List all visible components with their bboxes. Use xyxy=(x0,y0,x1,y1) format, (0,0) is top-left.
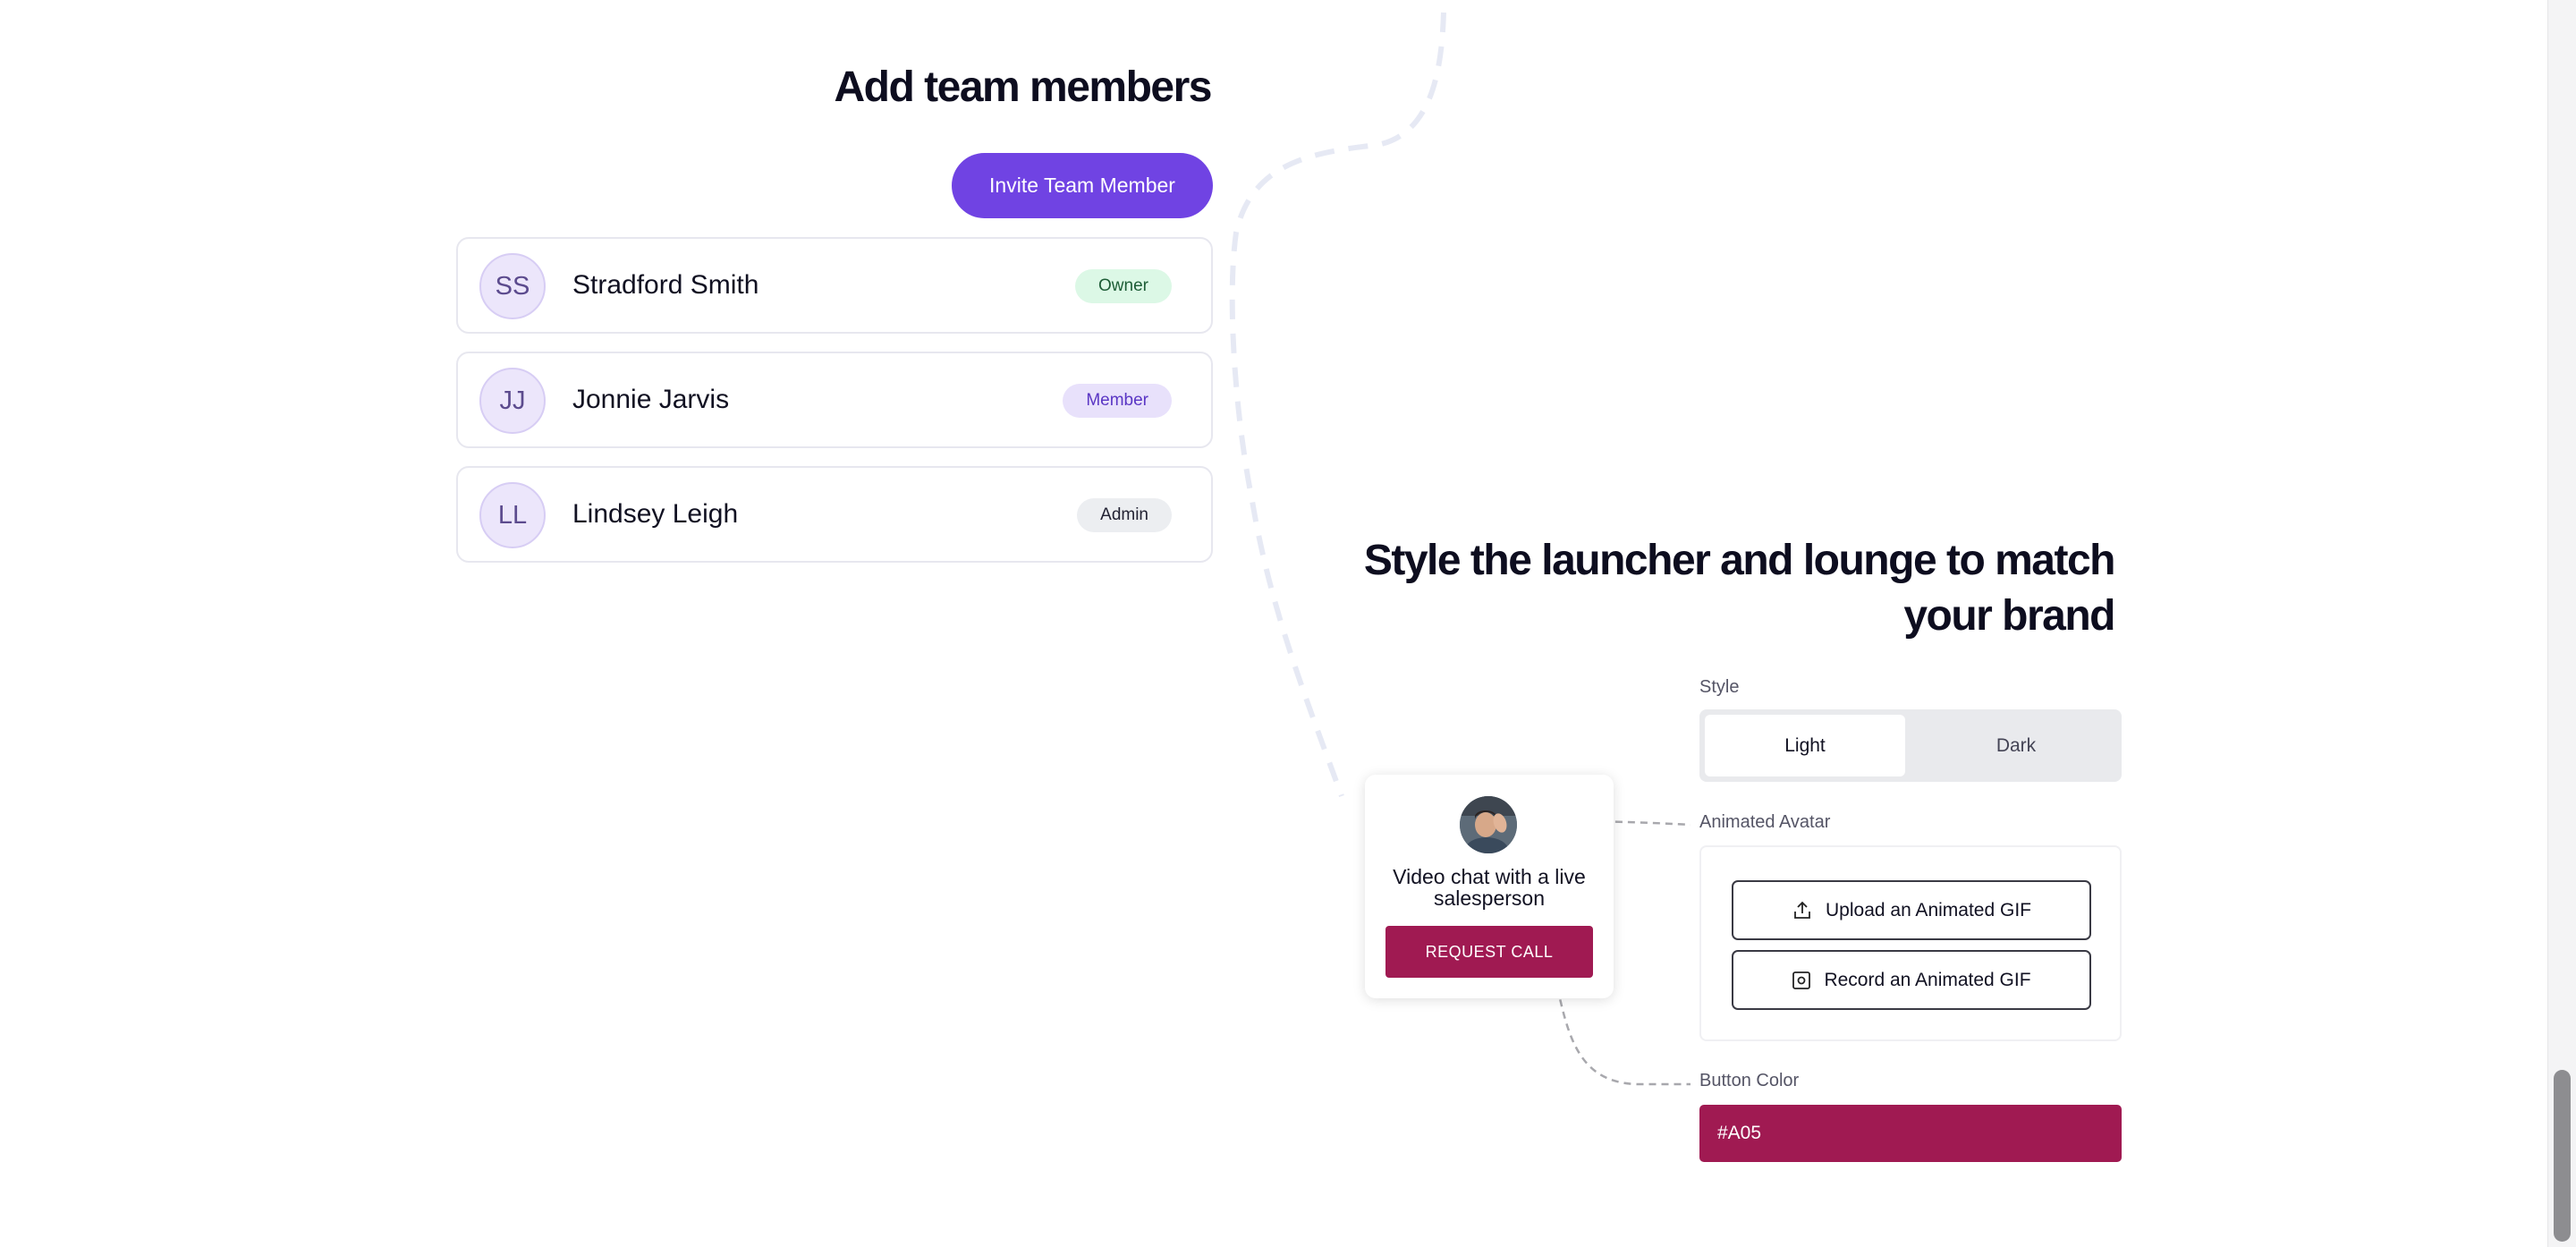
button-color-input[interactable]: #A05 xyxy=(1699,1105,2122,1162)
button-color-label: Button Color xyxy=(1699,1071,1800,1090)
role-badge: Admin xyxy=(1077,498,1172,532)
style-title-line-1: Style the launcher and lounge to match xyxy=(1363,537,2116,584)
animated-avatar-panel: Upload an Animated GIF Record an Animate… xyxy=(1699,845,2122,1041)
role-badge: Member xyxy=(1063,384,1172,418)
member-card[interactable]: JJ Jonnie Jarvis Member xyxy=(456,352,1213,448)
member-name: Lindsey Leigh xyxy=(572,499,739,529)
upload-icon xyxy=(1792,900,1813,921)
style-option-dark[interactable]: Dark xyxy=(1996,735,2037,756)
launcher-preview: Video chat with a live salesperson REQUE… xyxy=(1365,775,1614,998)
record-gif-label: Record an Animated GIF xyxy=(1824,969,2031,990)
invite-team-member-button[interactable]: Invite Team Member xyxy=(952,153,1213,218)
member-avatar: LL xyxy=(479,482,546,548)
upload-gif-label: Upload an Animated GIF xyxy=(1826,899,2031,920)
animated-avatar-label: Animated Avatar xyxy=(1699,812,1831,832)
salesperson-avatar-icon xyxy=(1460,796,1517,853)
role-badge: Owner xyxy=(1075,269,1172,303)
salesperson-avatar xyxy=(1460,796,1517,853)
member-avatar: JJ xyxy=(479,368,546,434)
record-gif-button[interactable]: Record an Animated GIF xyxy=(1732,950,2091,1010)
request-call-button[interactable]: REQUEST CALL xyxy=(1385,926,1593,978)
launcher-message: Video chat with a live salesperson xyxy=(1393,865,1586,910)
member-card[interactable]: LL Lindsey Leigh Admin xyxy=(456,466,1213,563)
record-icon xyxy=(1792,971,1811,990)
scrollbar-thumb[interactable] xyxy=(2554,1070,2571,1242)
style-label: Style xyxy=(1699,677,1740,697)
member-name: Stradford Smith xyxy=(572,270,759,300)
style-section-title: Style the launcher and lounge to match y… xyxy=(1324,533,2116,644)
style-toggle: Light Dark xyxy=(1699,709,2122,782)
member-card[interactable]: SS Stradford Smith Owner xyxy=(456,237,1213,334)
team-section-title: Add team members xyxy=(834,64,1213,111)
member-name: Jonnie Jarvis xyxy=(572,385,730,414)
member-list: SS Stradford Smith Owner JJ Jonnie Jarvi… xyxy=(456,237,1213,581)
upload-gif-button[interactable]: Upload an Animated GIF xyxy=(1732,880,2091,940)
member-avatar: SS xyxy=(479,253,546,319)
style-option-light[interactable]: Light xyxy=(1705,715,1905,776)
style-title-line-2: your brand xyxy=(1903,592,2115,640)
scrollbar-track[interactable] xyxy=(2547,0,2576,1247)
